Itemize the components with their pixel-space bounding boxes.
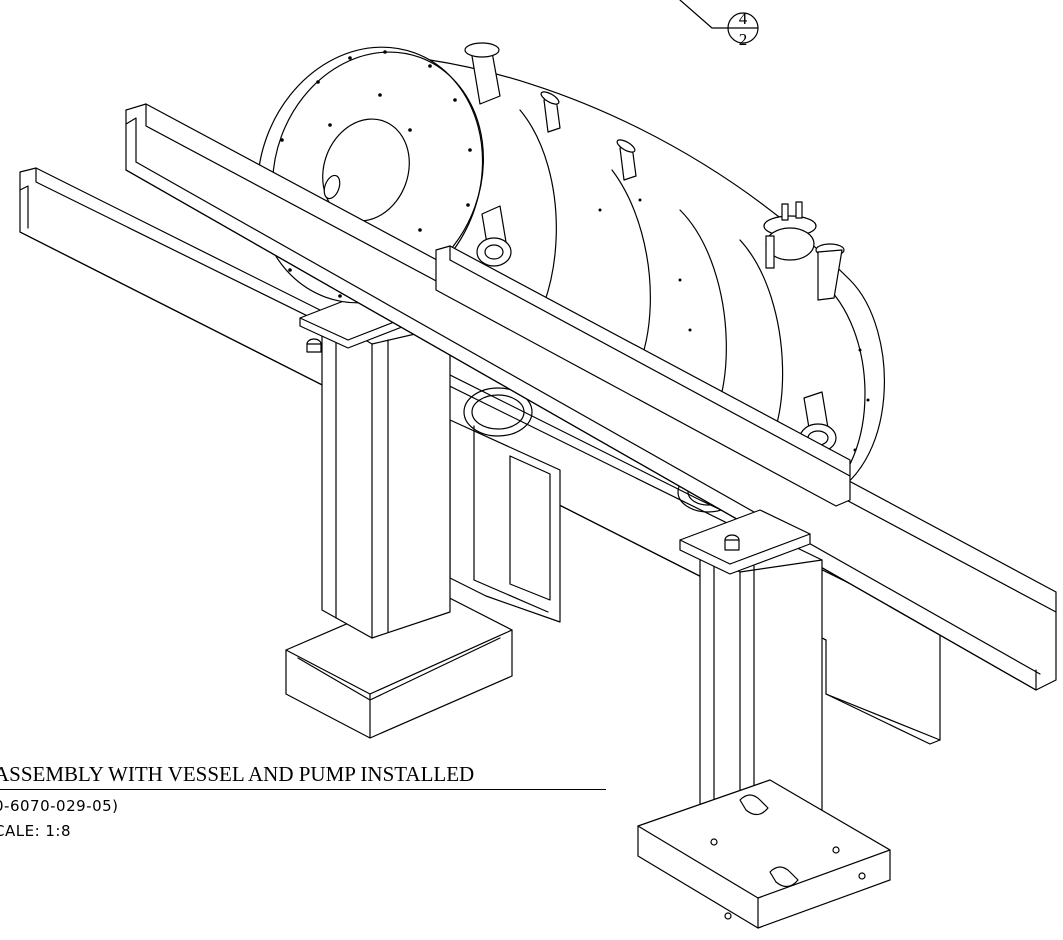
inner-support-beam [436, 246, 850, 506]
right-column-base [638, 780, 890, 928]
caption-title: ASSEMBLY WITH VESSEL AND PUMP INSTALLED [0, 762, 606, 790]
callout-detail-number: 4 [739, 9, 748, 28]
nozzle-top-middle-icon [539, 90, 560, 132]
left-column-bolt-icon [307, 339, 321, 352]
front-rail [126, 104, 1056, 690]
nozzle-front-flange-icon [477, 206, 511, 266]
right-column-bolt-icon [725, 535, 739, 550]
caption-drawing-ref: 0-6070-029-05) [0, 797, 119, 815]
caption-scale: CALE: 1:8 [0, 822, 72, 840]
detail-callout: 4 2 [680, 0, 758, 49]
drawing-caption: ASSEMBLY WITH VESSEL AND PUMP INSTALLED … [0, 762, 606, 840]
right-support-column [680, 510, 822, 842]
vessel-nozzles [465, 43, 844, 452]
nozzle-pump-right-icon [816, 244, 844, 300]
nozzle-top-left-icon [465, 43, 500, 104]
nozzle-pump-top-icon [764, 202, 816, 268]
callout-sheet-number: 2 [739, 30, 748, 49]
nozzle-top-right-icon [615, 138, 636, 180]
